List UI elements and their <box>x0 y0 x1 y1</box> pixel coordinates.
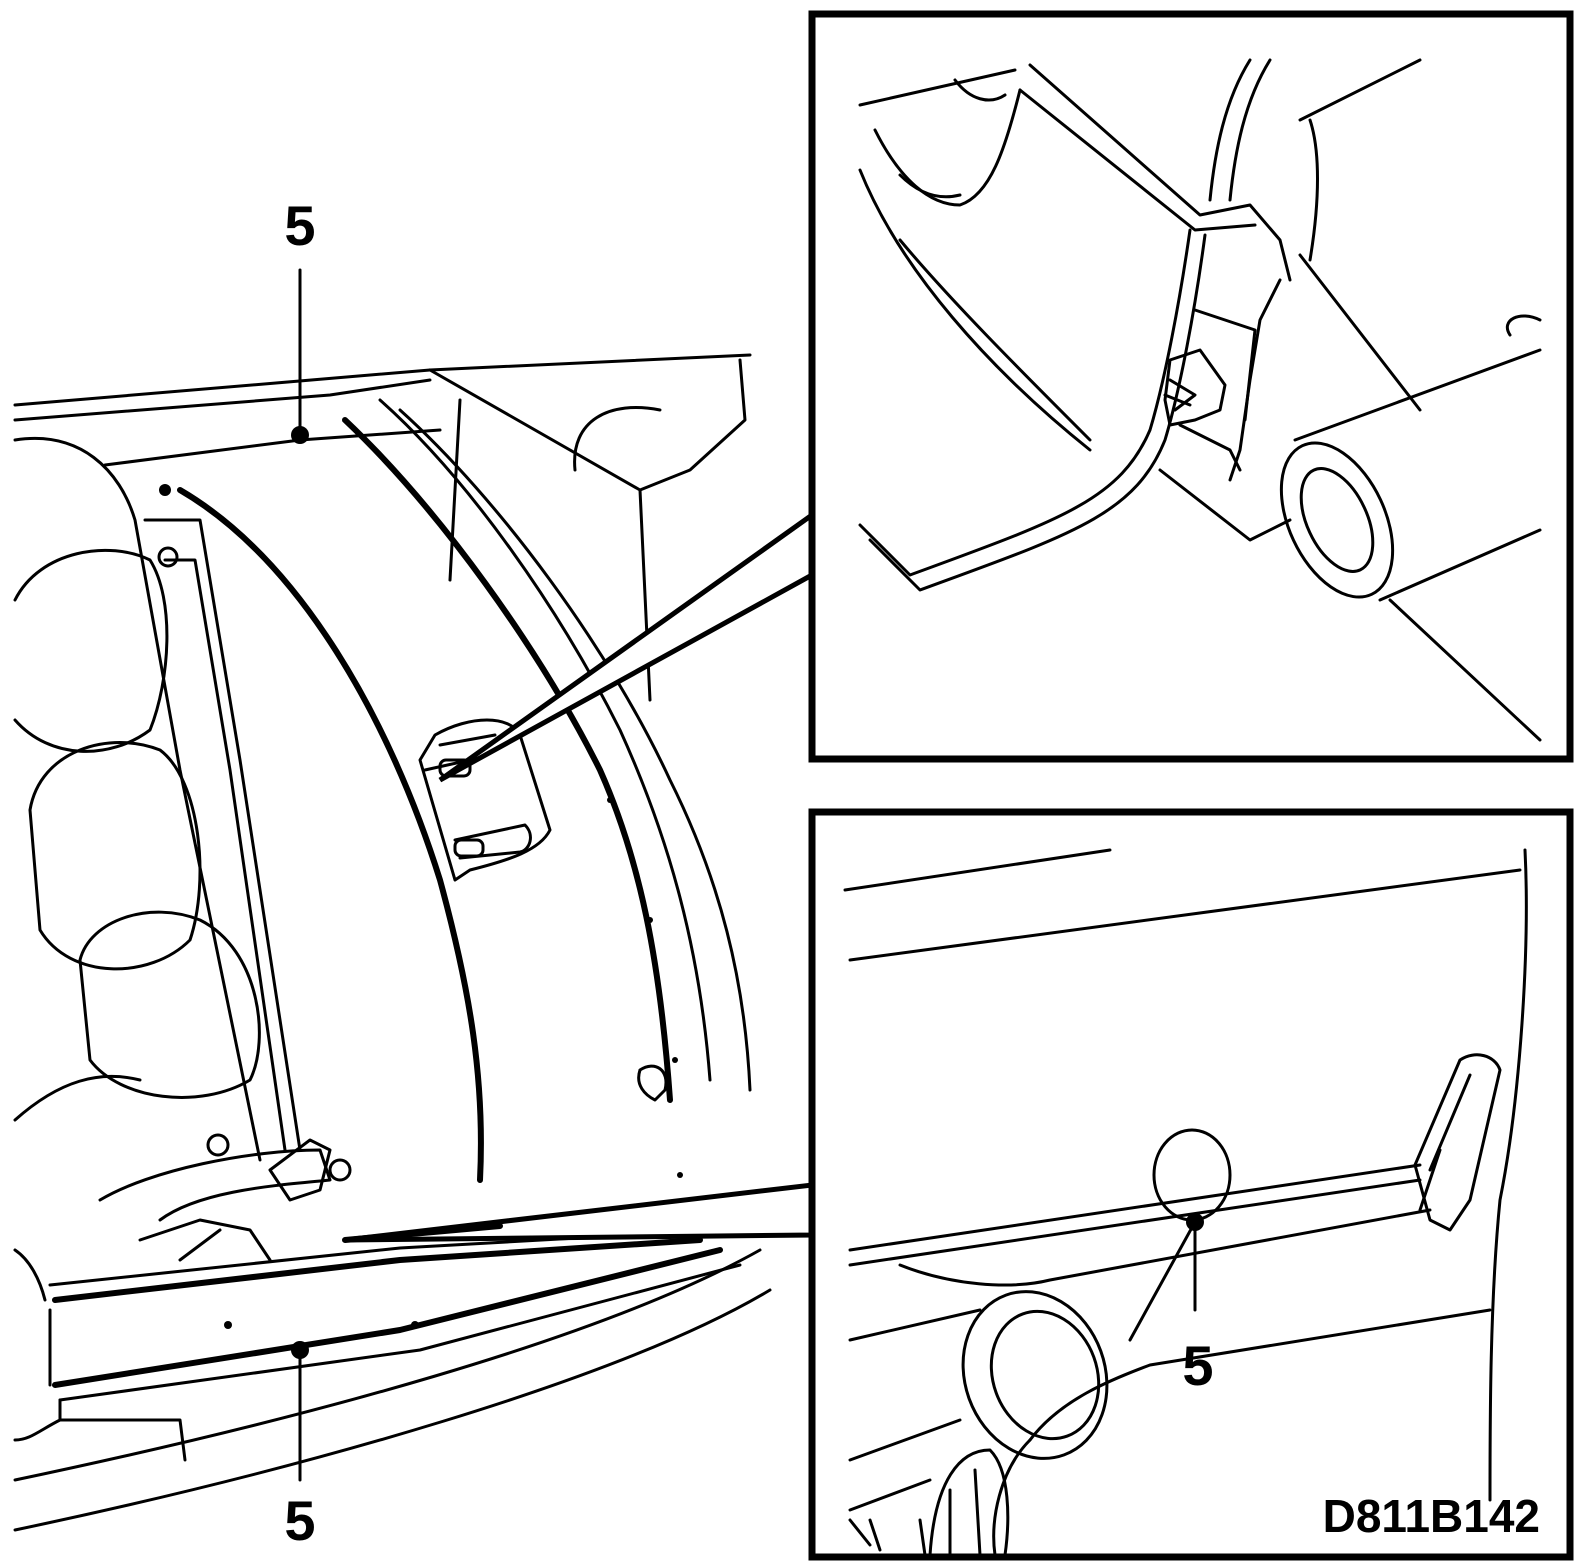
callout-dot <box>291 426 309 444</box>
detail-knob <box>928 1448 1010 1557</box>
detail-clip-tab <box>1178 423 1242 472</box>
detail-clip-chevron <box>1163 378 1197 412</box>
linkage-bracket <box>268 1138 332 1202</box>
clip-icon <box>438 758 472 778</box>
seal-bracket <box>418 718 552 882</box>
upper-detail-view <box>808 10 1574 763</box>
seat-back-line <box>13 1074 142 1122</box>
detail-clip-icon <box>1163 348 1227 427</box>
detail-small-curve <box>1506 314 1542 337</box>
seat-outline <box>13 437 262 1162</box>
detail-end-bracket-inner <box>1418 1073 1472 1212</box>
upper-detail-bg <box>812 14 1570 759</box>
detail-rail-mid <box>848 1178 1422 1267</box>
lower-seal-bottom <box>52 1247 723 1388</box>
detail-right-edge-2 <box>1193 308 1257 422</box>
callout-dot <box>291 1341 309 1359</box>
detail-panel-edge-2 <box>1018 88 1257 232</box>
detail-lower-diag <box>1158 468 1292 542</box>
detail-right-panel <box>1488 848 1528 1502</box>
detail-rail-top <box>848 1163 1422 1252</box>
detail-line-top-2 <box>848 868 1522 962</box>
seal-strip-right <box>342 417 673 1103</box>
seal-end-clip <box>159 484 171 496</box>
rear-curve <box>573 406 662 472</box>
detail-tube <box>1293 348 1542 602</box>
detail-rail-bottom <box>898 1208 1432 1287</box>
detail-end-bracket <box>1413 1053 1502 1232</box>
detail-panel-edge <box>1028 63 1292 282</box>
hole <box>672 1057 678 1063</box>
lower-detail-frame <box>808 808 1574 1561</box>
drawing-code: D811B142 <box>1323 1490 1540 1542</box>
detail-top-line <box>858 68 1017 107</box>
roof-rail-mid <box>13 378 432 422</box>
detail-round-part <box>961 1290 1109 1460</box>
upper-detail-frame <box>808 10 1574 763</box>
detail-channel-outer <box>858 228 1192 577</box>
detail-lower-lines <box>848 1308 982 1512</box>
seal-inner-line <box>378 398 712 1082</box>
lower-detail-view: 5 D811B142 <box>808 808 1574 1561</box>
callout-label-detail: 5 <box>1182 1334 1213 1397</box>
hole <box>224 1321 232 1329</box>
detail-cover <box>1028 1308 1492 1442</box>
callout-dot <box>1186 1213 1204 1231</box>
seat-shape-3 <box>78 910 261 1099</box>
linkage-arm <box>98 1148 332 1222</box>
detail-pillar-2 <box>1298 58 1422 262</box>
seal-strip-left <box>177 487 484 1183</box>
roof-rail-lower <box>103 428 442 467</box>
pointer-thick-edge <box>342 1223 503 1243</box>
detail-curve-1 <box>873 88 1022 207</box>
main-view: 5 5 <box>13 194 772 1552</box>
hole <box>677 1172 683 1178</box>
lower-body-line-2 <box>13 1288 772 1532</box>
pillar-strip-left <box>143 518 302 1152</box>
seal-outer-line <box>398 408 752 1092</box>
detail-pointers <box>342 510 815 1243</box>
hole <box>607 797 613 803</box>
lower-edge <box>13 1248 47 1302</box>
detail-channel-inner <box>868 233 1207 592</box>
roof-rail-upper <box>13 353 752 407</box>
detail-knob-lines <box>918 1468 982 1557</box>
detail-tube-bore <box>1299 467 1375 573</box>
detail-diag-right <box>1298 253 1542 742</box>
seat-shape-2 <box>28 741 202 971</box>
linkage-bolt <box>328 1158 352 1182</box>
lower-detail-bg <box>812 812 1570 1557</box>
pillar-bolt <box>157 546 179 568</box>
pillar-strip-inner <box>163 558 287 1152</box>
hole <box>411 1321 419 1329</box>
detail-round-part-inner <box>989 1309 1101 1441</box>
detail-tube-end <box>1279 441 1395 599</box>
detail-corner-mark <box>848 1518 882 1552</box>
detail-long-arc <box>858 168 1092 452</box>
detail-cover-left <box>992 1438 1032 1557</box>
lower-rail-bottom <box>58 1263 742 1402</box>
hole <box>647 917 653 923</box>
linkage-bolt <box>206 1133 230 1157</box>
mechanism <box>138 1218 272 1262</box>
callout-label-bottom: 5 <box>284 1489 315 1552</box>
bracket-slot-bottom <box>453 823 532 860</box>
callout-leader-diag <box>1128 1220 1197 1342</box>
rear-panel-top <box>428 358 747 492</box>
callout-label-top: 5 <box>284 194 315 257</box>
detail-pillar <box>1208 58 1272 202</box>
detail-curve-2 <box>898 173 962 199</box>
lower-body-line <box>13 1248 762 1482</box>
hook <box>637 1064 668 1102</box>
detail-arc-2 <box>898 238 1092 442</box>
lower-seal-top <box>52 1237 703 1303</box>
clip-icon <box>453 838 485 858</box>
seat-shape-1 <box>13 548 169 753</box>
detail-line-top-1 <box>843 848 1112 892</box>
lower-panel <box>13 1398 187 1462</box>
